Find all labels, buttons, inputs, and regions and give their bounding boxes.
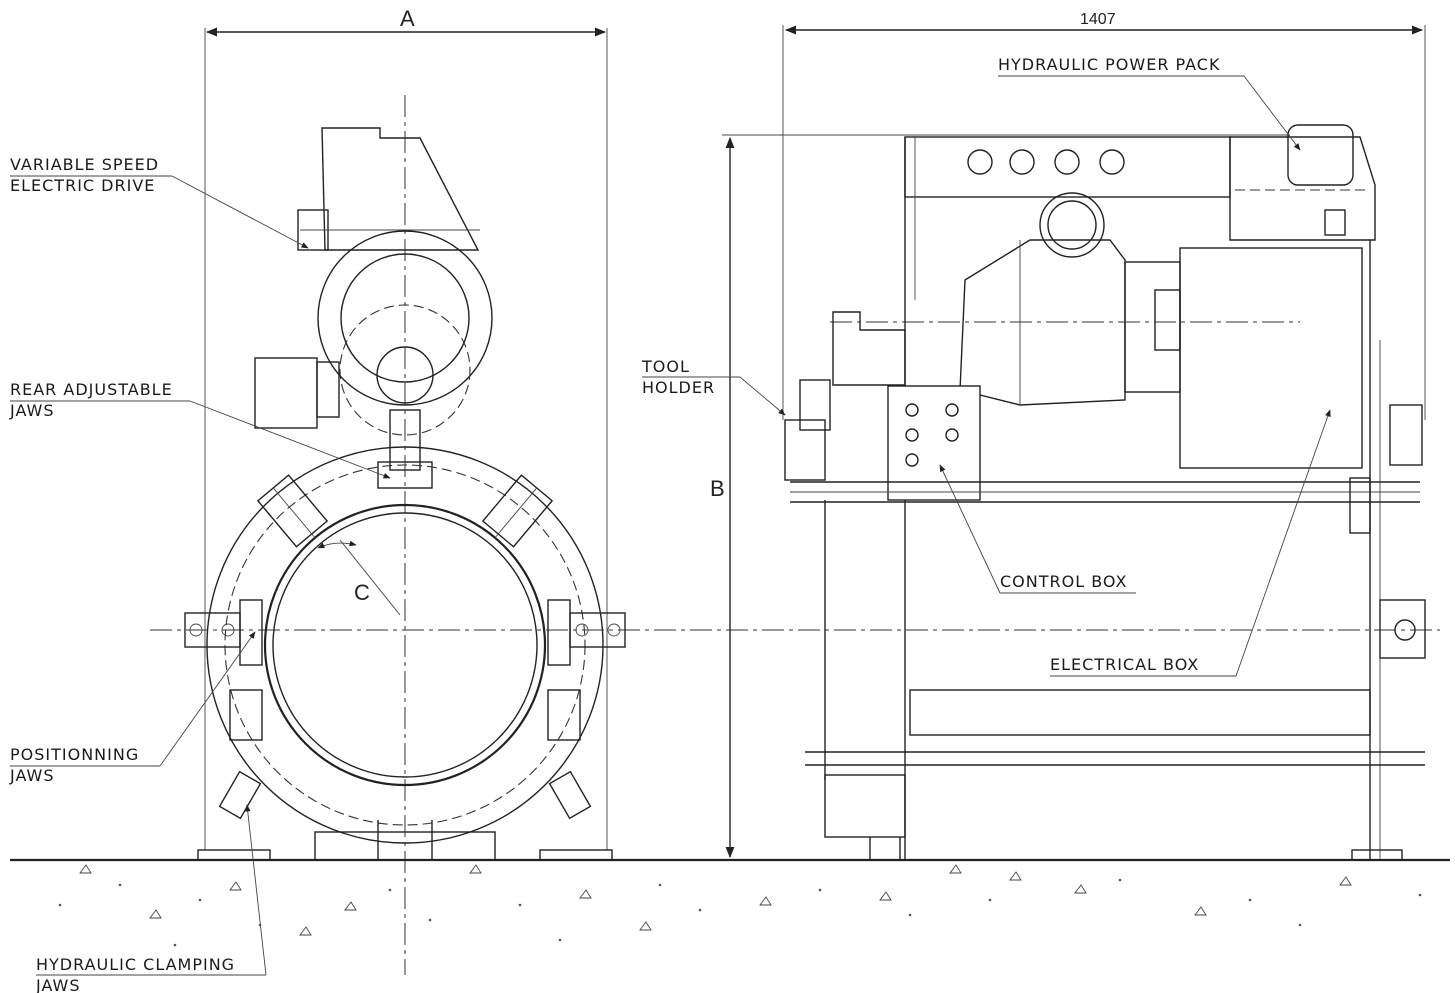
label-electrical-box: ELECTRICAL BOX (1050, 409, 1331, 677)
svg-text:JAWS: JAWS (35, 976, 80, 993)
svg-text:POSITIONNING: POSITIONNING (10, 745, 139, 764)
svg-text:REAR ADJUSTABLE: REAR ADJUSTABLE (10, 380, 173, 399)
svg-text:TOOL: TOOL (641, 357, 690, 376)
dimension-a-label: A (400, 6, 415, 31)
side-view: 1407 B (710, 11, 1426, 861)
pipe-section (263, 503, 547, 787)
front-view: A (150, 6, 1440, 975)
svg-text:CONTROL BOX: CONTROL BOX (1000, 572, 1127, 591)
label-hydraulic-power-pack: HYDRAULIC POWER PACK (998, 55, 1301, 151)
label-control-box: CONTROL BOX (939, 464, 1136, 594)
dimension-width-label: 1407 (1080, 11, 1116, 28)
dimension-c-label: C (354, 580, 370, 605)
svg-text:JAWS: JAWS (9, 766, 54, 785)
label-positionning-jaws: POSITIONNING JAWS (9, 631, 256, 785)
svg-text:VARIABLE SPEED: VARIABLE SPEED (10, 155, 159, 174)
svg-text:ELECTRIC DRIVE: ELECTRIC DRIVE (10, 176, 155, 195)
svg-text:HYDRAULIC POWER PACK: HYDRAULIC POWER PACK (998, 55, 1220, 74)
svg-text:ELECTRICAL BOX: ELECTRICAL BOX (1050, 655, 1199, 674)
svg-text:HYDRAULIC CLAMPING: HYDRAULIC CLAMPING (36, 955, 235, 974)
dimension-b-label: B (710, 476, 725, 501)
label-rear-adjustable-jaws: REAR ADJUSTABLE JAWS (9, 380, 391, 479)
label-variable-speed-drive: VARIABLE SPEED ELECTRIC DRIVE (10, 155, 309, 249)
svg-text:HOLDER: HOLDER (642, 378, 715, 397)
label-tool-holder: TOOL HOLDER (641, 357, 786, 416)
label-hydraulic-clamping-jaws: HYDRAULIC CLAMPING JAWS (35, 804, 267, 993)
svg-text:JAWS: JAWS (9, 401, 54, 420)
ground (10, 858, 1450, 947)
